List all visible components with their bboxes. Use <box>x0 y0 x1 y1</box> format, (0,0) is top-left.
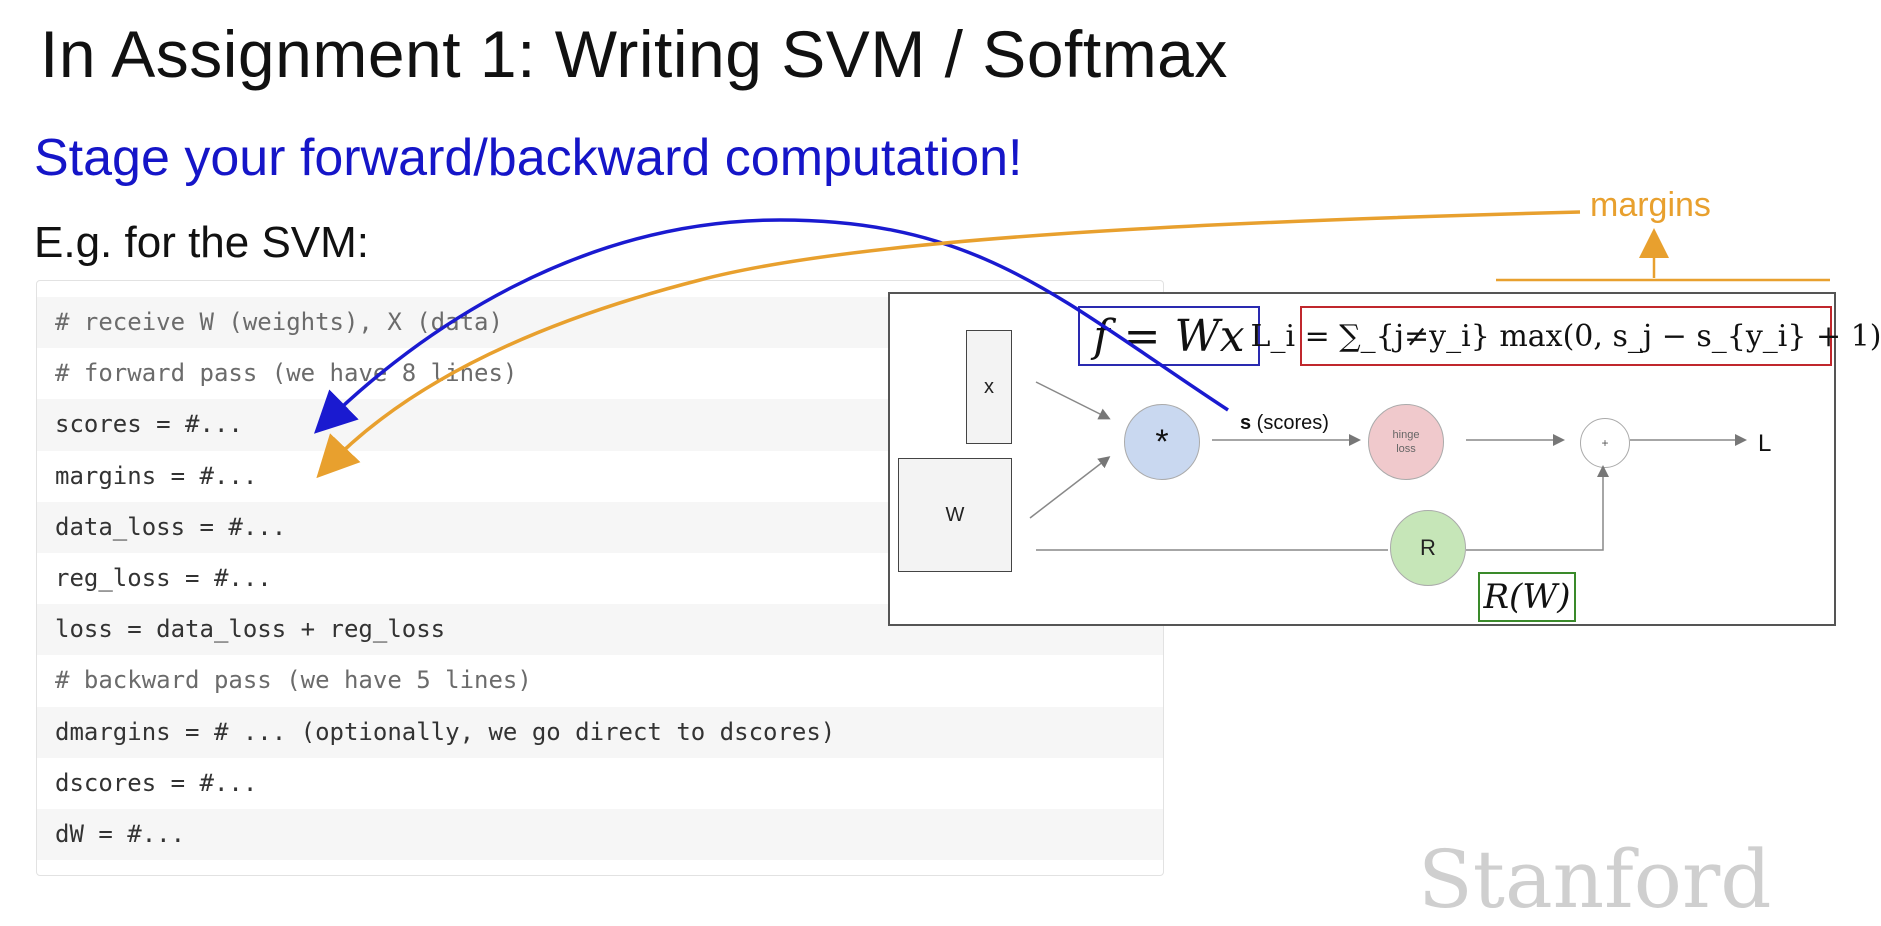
hinge-loss-label: hinge loss <box>1392 429 1420 455</box>
margins-bracket <box>1496 228 1830 282</box>
stanford-watermark: Stanford <box>1418 833 1772 926</box>
slide-title: In Assignment 1: Writing SVM / Softmax <box>40 17 1228 91</box>
code-comment-line: # forward pass (we have 8 lines) <box>55 359 518 388</box>
code-line: reg_loss = #... <box>55 563 272 592</box>
formula-reg-text: R(W) <box>1483 577 1571 617</box>
code-line: margins = #... <box>55 461 258 490</box>
regularization-node: R <box>1390 510 1466 586</box>
edge-w-to-multiply <box>1029 456 1111 519</box>
scores-label-rest: (scores) <box>1251 412 1329 434</box>
scores-arrow <box>313 218 1229 434</box>
regularization-label: R <box>1420 535 1436 560</box>
scores-label-bold: s <box>1240 412 1252 434</box>
slide-subtitle: Stage your forward/backward computation! <box>34 129 1023 187</box>
computational-graph-diagram: x W * s (scores) hinge loss + R L f = Wx… <box>888 292 1881 626</box>
code-line: dW = #... <box>37 808 1163 861</box>
edge-reg-to-plus <box>1466 465 1609 551</box>
plus-label: + <box>1601 436 1609 450</box>
plus-node: + <box>1580 418 1630 468</box>
margins-arrow <box>316 210 1581 479</box>
x-input-label: x <box>984 375 994 398</box>
scores-label: s (scores) <box>1240 412 1329 435</box>
formula-reg-box: R(W) <box>1478 572 1576 622</box>
diagram-edges <box>1029 381 1747 551</box>
w-input-node: W <box>898 458 1012 572</box>
formula-loss-box: L_i = ∑_{j≠y_i} max(0, s_j − s_{y_i} + 1… <box>1251 306 1881 366</box>
multiply-label: * <box>1155 422 1169 461</box>
arrow-overlay <box>313 210 1830 551</box>
code-line: loss = data_loss + reg_loss <box>37 604 1163 656</box>
x-input-node: x <box>966 330 1012 444</box>
loss-output-label: L <box>1758 430 1772 457</box>
edge-x-to-multiply <box>1035 381 1111 420</box>
hinge-loss-node: hinge loss <box>1368 404 1444 480</box>
w-input-label: W <box>945 503 965 526</box>
code-line: dmargins = # ... (optionally, we go dire… <box>37 706 1163 758</box>
multiply-node: * <box>1124 404 1200 480</box>
code-line: dscores = #... <box>55 768 258 797</box>
code-comment-line: # backward pass (we have 5 lines) <box>55 666 532 695</box>
formula-loss-text: L_i = ∑_{j≠y_i} max(0, s_j − s_{y_i} + 1… <box>1250 318 1881 354</box>
example-label: E.g. for the SVM: <box>34 218 370 267</box>
margins-annotation: margins <box>1590 186 1711 224</box>
